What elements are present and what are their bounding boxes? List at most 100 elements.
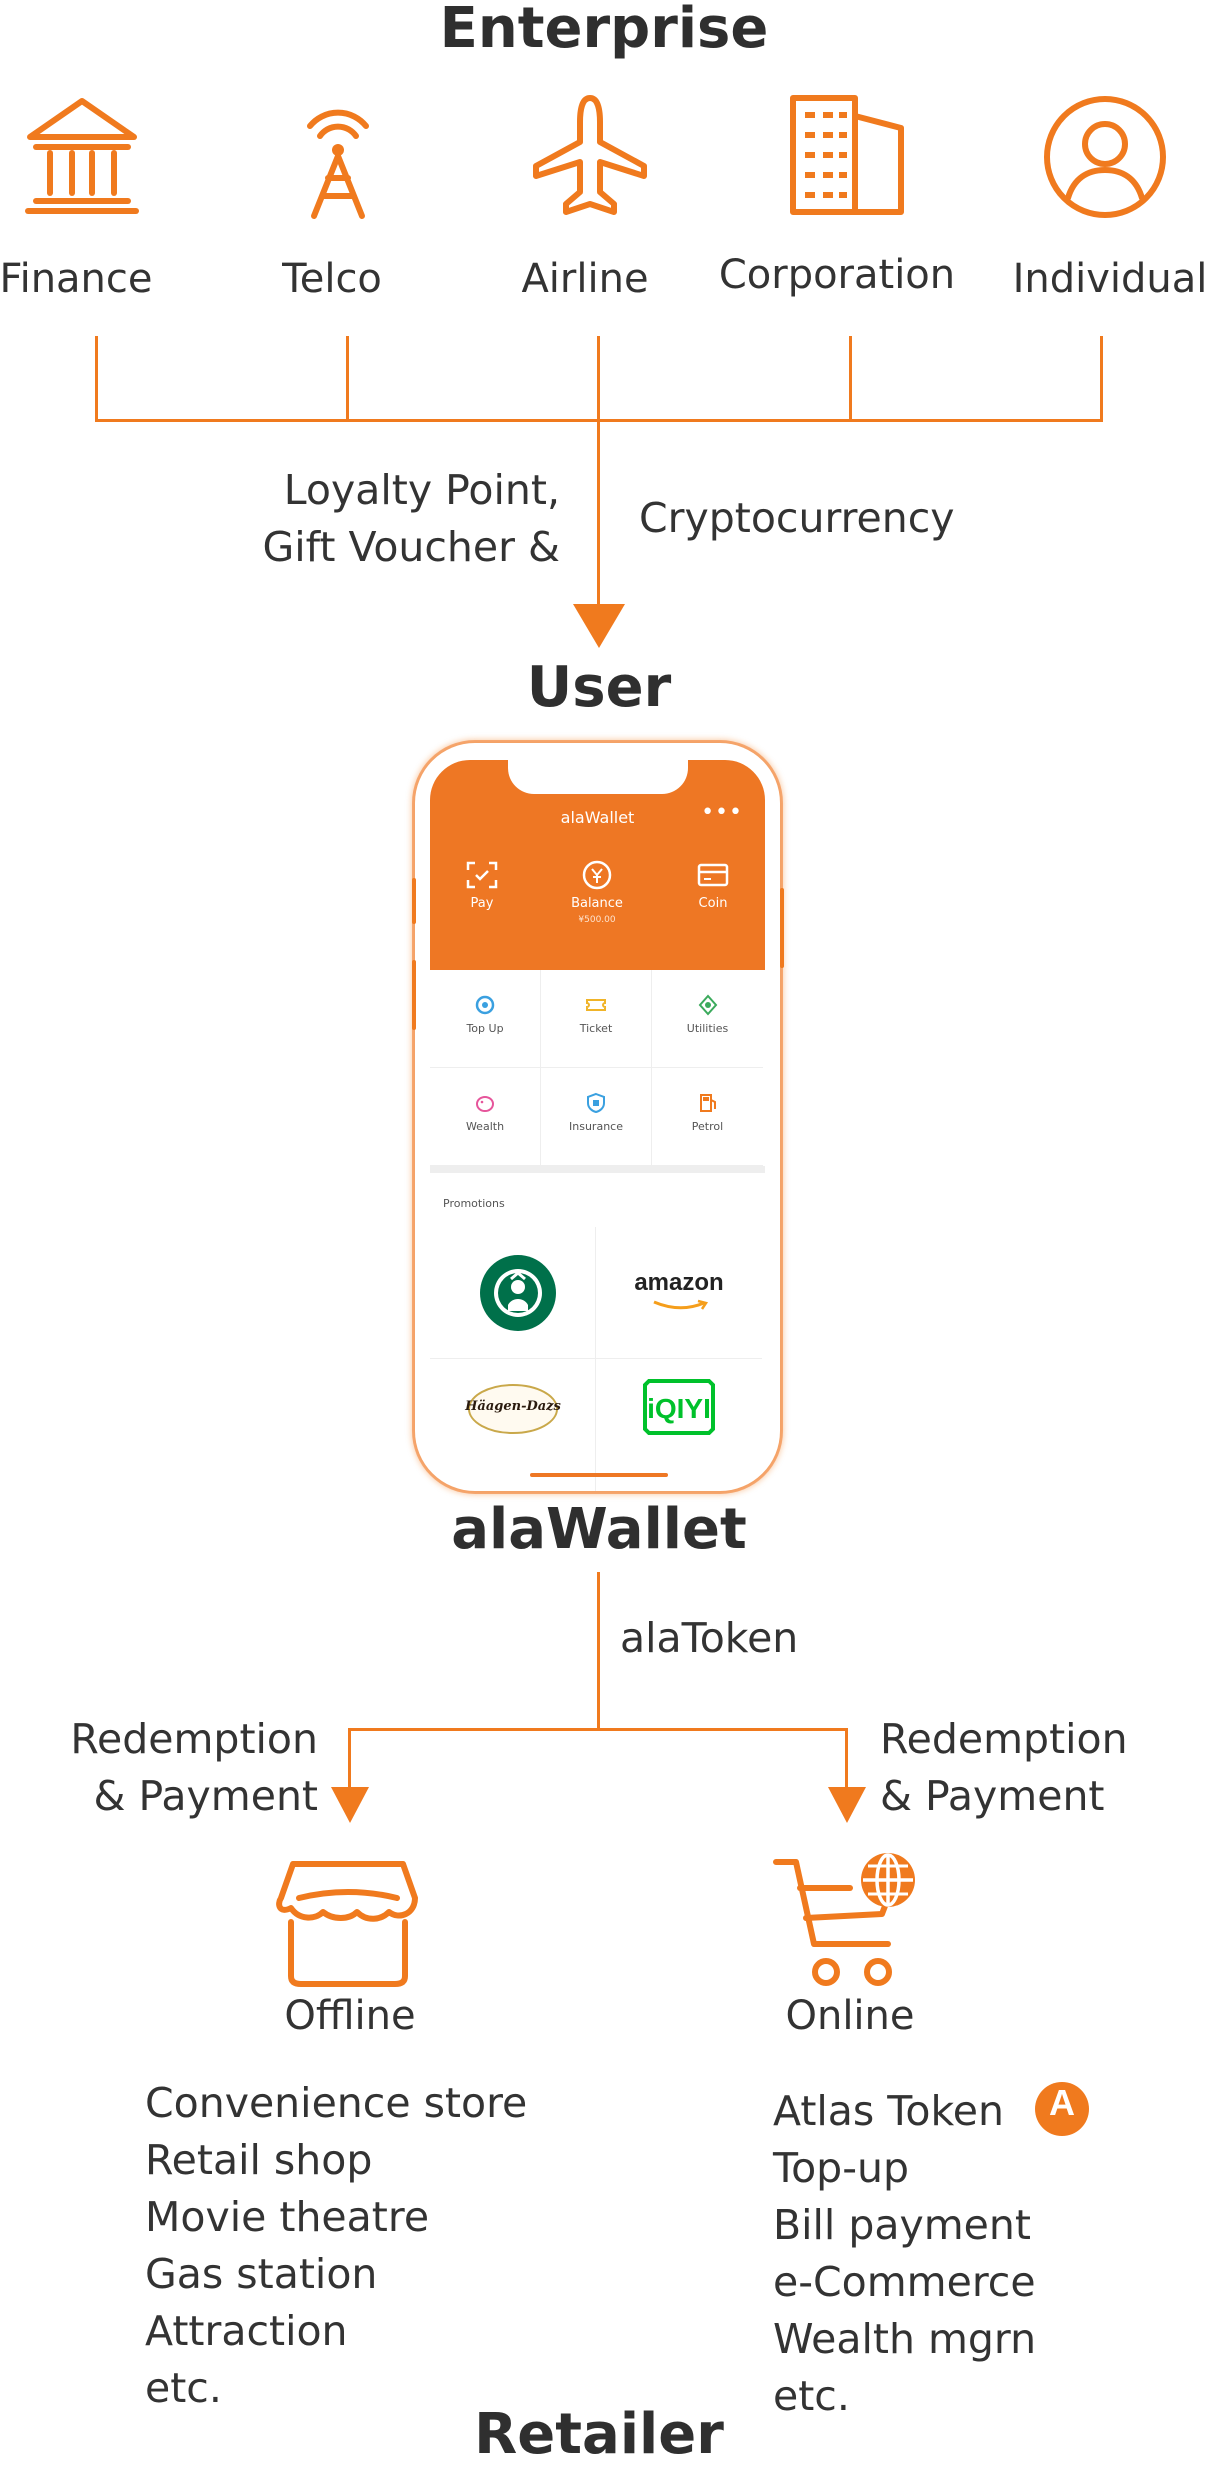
more-menu-icon[interactable]: ••• (701, 800, 743, 825)
list-item: Atlas Token A (773, 2082, 1090, 2140)
bank-icon (25, 98, 139, 214)
home-indicator (530, 1473, 668, 1477)
promotions-title: Promotions (443, 1197, 505, 1210)
service-insurance[interactable]: Insurance (541, 1068, 652, 1166)
utilities-icon (698, 994, 717, 1016)
list-item: e-Commerce (773, 2258, 1036, 2306)
offline-label: Offline (284, 1993, 416, 2039)
connector-line (346, 336, 349, 422)
wallet-heading: alaWallet (451, 1497, 747, 1562)
petrol-pump-icon (699, 1094, 716, 1112)
connector-line (845, 1728, 848, 1790)
retailer-heading: Retailer (474, 2402, 724, 2467)
radio-tower-icon (307, 109, 369, 219)
amazon-smile-icon (653, 1299, 709, 1310)
token-label: alaToken (620, 1614, 799, 1662)
ticket-icon (586, 999, 606, 1011)
storefront-icon (276, 1861, 418, 1987)
shield-icon (587, 1092, 605, 1114)
enterprise-heading: Enterprise (439, 0, 769, 61)
balance-amount: ¥500.00 (578, 915, 616, 925)
user-heading: User (526, 655, 672, 720)
offline-list: Convenience store Retail shop Movie thea… (145, 2075, 527, 2417)
service-wealth[interactable]: Wealth (430, 1068, 541, 1166)
connector-line (348, 1728, 848, 1731)
promo-starbucks[interactable] (430, 1227, 596, 1359)
coin-action[interactable]: Coin (668, 860, 758, 911)
redemption-right-line2: & Payment (880, 1772, 1105, 1820)
service-label: Insurance (569, 1120, 623, 1133)
scan-icon (466, 861, 498, 889)
list-item: Wealth mgrn (773, 2315, 1037, 2363)
online-label: Online (785, 1993, 915, 2039)
cart-globe-icon (773, 1853, 915, 1986)
connector-line (95, 336, 98, 422)
enterprise-label-corporation: Corporation (718, 252, 956, 298)
section-divider (430, 1166, 765, 1173)
list-item: Top-up (773, 2144, 909, 2192)
haagen-dazs-logo-frame (468, 1384, 558, 1434)
iqiyi-logo: iQIYI (647, 1393, 711, 1424)
piggy-bank-icon (476, 1096, 494, 1112)
service-label: Utilities (686, 1022, 729, 1035)
services-grid: Top Up Ticket Utilities Wealth Insurance… (430, 970, 765, 1166)
crypto-label: Cryptocurrency (639, 494, 955, 542)
arrow-down-icon (573, 604, 625, 648)
list-item: Convenience store (145, 2079, 528, 2127)
list-item: etc. (145, 2364, 222, 2412)
yen-coin-icon (582, 860, 612, 890)
starbucks-logo (480, 1255, 556, 1331)
service-petrol[interactable]: Petrol (652, 1068, 763, 1166)
rewards-label-line1: Loyalty Point, (283, 466, 560, 514)
rewards-label-line2: Gift Voucher & (262, 523, 560, 571)
connector-line (95, 419, 1103, 422)
connector-line (597, 1572, 600, 1730)
redemption-left-line1: Redemption (70, 1715, 318, 1763)
service-top-up[interactable]: Top Up (430, 970, 541, 1068)
promo-haagen-dazs[interactable]: Häagen-Dazs (430, 1359, 596, 1491)
phone-side-button (780, 888, 784, 968)
wallet-app-title: alaWallet (560, 808, 635, 827)
enterprise-label-telco: Telco (282, 256, 382, 302)
iqiyi-logo-frame (643, 1379, 715, 1435)
list-item: Gas station (145, 2250, 378, 2298)
service-utilities[interactable]: Utilities (652, 970, 763, 1068)
service-label: Top Up (466, 1022, 504, 1035)
connector-line (597, 336, 600, 608)
balance-action[interactable]: Balance ¥500.00 (552, 860, 642, 925)
service-ticket[interactable]: Ticket (541, 970, 652, 1068)
connector-line (849, 336, 852, 422)
online-list: Atlas Token A Top-up Bill payment e-Comm… (773, 2082, 1090, 2425)
redemption-right-line1: Redemption (880, 1715, 1128, 1763)
wallet-header: alaWallet ••• Pay Balance ¥500.00 Coin (430, 760, 765, 970)
list-item: etc. (773, 2372, 850, 2420)
list-item: Retail shop (145, 2136, 373, 2184)
redemption-left-line2: & Payment (93, 1772, 319, 1820)
balance-label: Balance (571, 896, 623, 911)
service-label: Petrol (691, 1120, 724, 1133)
airplane-icon (533, 95, 647, 215)
promo-iqiyi[interactable]: iQIYI (596, 1359, 762, 1491)
pay-label: Pay (470, 896, 494, 911)
haagen-dazs-logo: Häagen-Dazs (465, 1399, 561, 1414)
atlas-token-badge-icon: A (1035, 2082, 1090, 2136)
connector-line (1100, 336, 1103, 422)
arrow-down-icon (331, 1787, 369, 1823)
pay-action[interactable]: Pay (437, 860, 527, 911)
list-item-text: Atlas Token (773, 2087, 1004, 2135)
amazon-logo: amazon (634, 1269, 724, 1296)
list-item: Bill payment (773, 2201, 1031, 2249)
enterprise-label-individual: Individual (1012, 256, 1208, 302)
enterprise-label-finance: Finance (0, 256, 153, 302)
person-icon (1044, 96, 1166, 218)
service-label: Ticket (579, 1022, 613, 1035)
arrow-down-icon (828, 1787, 866, 1823)
coin-label: Coin (698, 896, 728, 911)
phone-mockup: alaWallet ••• Pay Balance ¥500.00 Coin (415, 743, 780, 1491)
office-building-icon (790, 95, 904, 215)
promo-amazon[interactable]: amazon (596, 1227, 762, 1359)
list-item: Attraction (145, 2307, 348, 2355)
list-item: Movie theatre (145, 2193, 430, 2241)
phone-notch (508, 760, 688, 794)
connector-line (348, 1728, 351, 1790)
